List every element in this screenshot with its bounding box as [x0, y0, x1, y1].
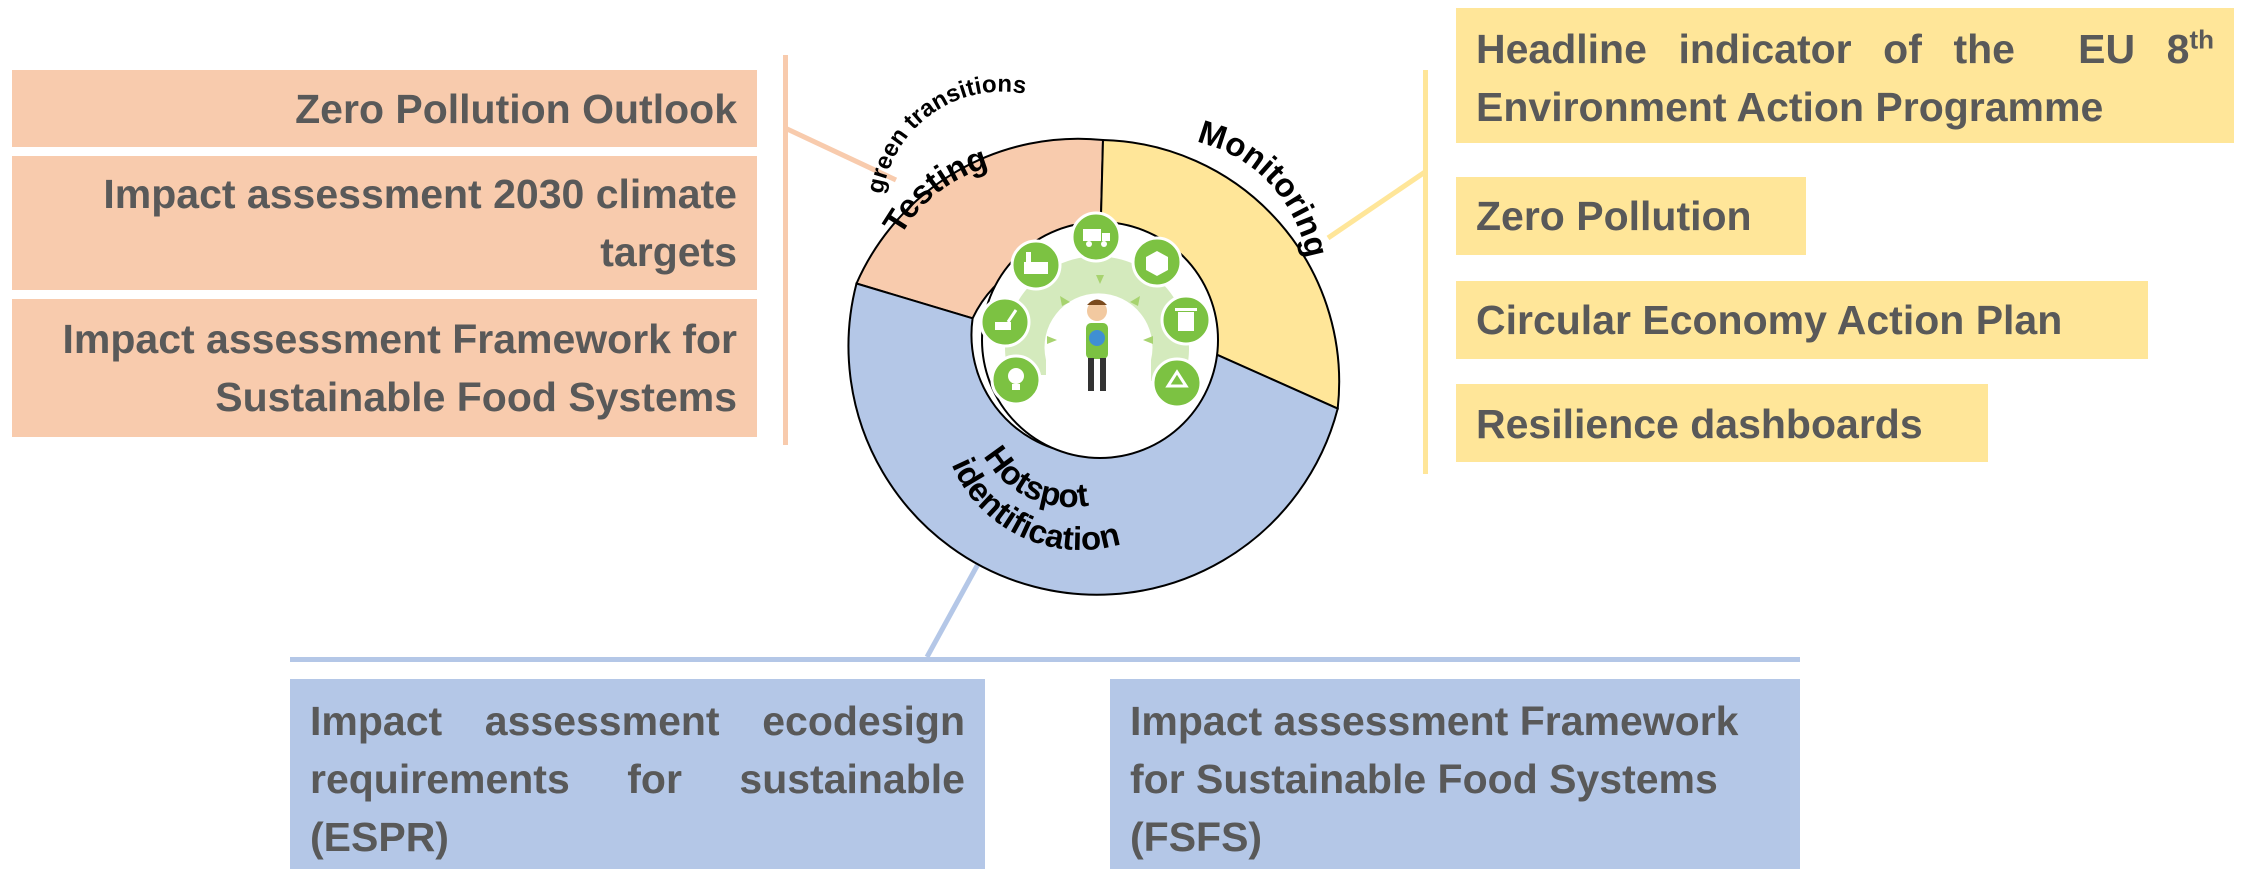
fsfs-line2: for Sustainable Food Systems [1130, 756, 1718, 802]
headline-indicator-superscript: th [2189, 24, 2214, 55]
impact-assessment-food-line2: Sustainable Food Systems [215, 374, 737, 420]
impact-assessment-food-line1: Impact assessment Framework for [62, 316, 738, 362]
circular-economy-box: Circular Economy Action Plan [1456, 281, 2148, 359]
fsfs-box: Impact assessment Framework for Sustaina… [1110, 679, 1800, 869]
excavator-icon [979, 296, 1031, 348]
circular-economy-text: Circular Economy Action Plan [1476, 297, 2063, 343]
lightbulb-icon [990, 354, 1042, 406]
box-icon [1131, 236, 1183, 288]
zero-pollution-text: Zero Pollution [1476, 193, 1752, 239]
factory-icon [1010, 239, 1062, 291]
right-bracket [1423, 70, 1428, 474]
person-with-globe-icon [1086, 299, 1108, 391]
bottom-connector [924, 553, 986, 659]
resilience-dashboards-text: Resilience dashboards [1476, 401, 1923, 447]
bottom-bracket [290, 657, 1800, 662]
headline-indicator-line1: Headline indicator of the EU 8th [1476, 20, 2214, 78]
impact-assessment-2030-box: Impact assessment 2030 climate targets [12, 156, 757, 290]
green-arc-illustration [1005, 256, 1190, 381]
zero-pollution-box: Zero Pollution [1456, 177, 1806, 255]
trash-icon [1160, 294, 1212, 346]
espr-line3: (ESPR) [310, 814, 449, 860]
zero-pollution-outlook-text: Zero Pollution Outlook [295, 86, 737, 132]
resilience-dashboards-box: Resilience dashboards [1456, 384, 1988, 462]
headline-indicator-box: Headline indicator of the EU 8th Environ… [1456, 8, 2234, 143]
headline-indicator-line1-text: Headline indicator of the EU 8 [1476, 26, 2190, 72]
espr-box: Impact assessment ecodesign requirements… [290, 679, 985, 869]
recycle-icon [1151, 357, 1203, 409]
impact-assessment-2030-line2: targets [600, 229, 737, 275]
right-connector [1326, 169, 1427, 241]
fsfs-line1: Impact assessment Framework [1130, 698, 1739, 744]
espr-line2: requirements for sustainable [310, 756, 965, 802]
arrow-marks [1047, 275, 1153, 344]
headline-indicator-line2: Environment Action Programme [1476, 84, 2104, 130]
zero-pollution-outlook-box: Zero Pollution Outlook [12, 70, 757, 147]
espr-line1: Impact assessment ecodesign [310, 698, 965, 744]
truck-icon [1070, 211, 1122, 263]
impact-assessment-food-box: Impact assessment Framework for Sustaina… [12, 299, 757, 437]
fsfs-line3: (FSFS) [1130, 814, 1263, 860]
left-bracket [783, 55, 788, 445]
left-connector [783, 125, 898, 183]
impact-assessment-2030-line1: Impact assessment 2030 climate [103, 171, 737, 217]
